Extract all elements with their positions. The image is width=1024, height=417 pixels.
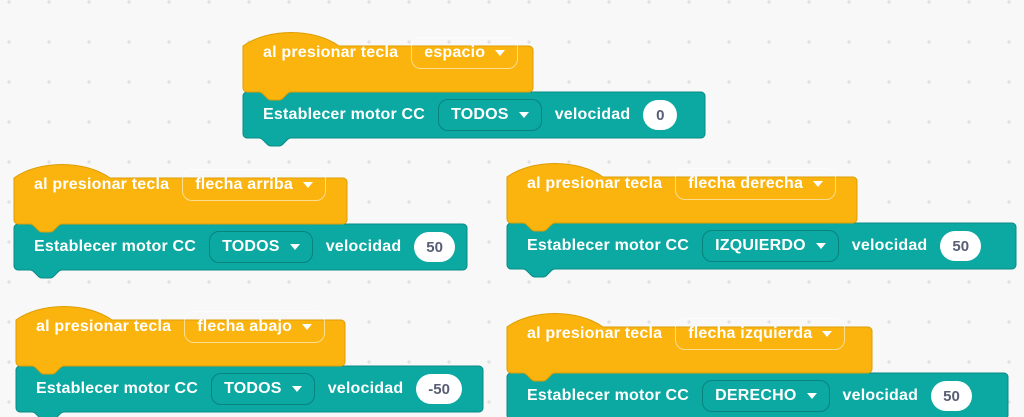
script-stack-right[interactable]: al presionar tecla flecha derecha Establ… <box>506 145 1017 278</box>
speed-input[interactable]: 0 <box>643 100 678 130</box>
motor-block[interactable]: Establecer motor CC TODOS velocidad -50 <box>15 365 484 417</box>
speed-label: velocidad <box>327 380 404 397</box>
hat-block-key-pressed[interactable]: al presionar tecla flecha derecha <box>506 161 858 232</box>
dropdown-arrow-icon <box>495 50 506 56</box>
motor-label: Establecer motor CC <box>36 380 199 397</box>
key-dropdown[interactable]: flecha derecha <box>675 168 837 200</box>
motor-label: Establecer motor CC <box>527 387 690 404</box>
hat-label: al presionar tecla <box>34 176 170 193</box>
motor-label: Establecer motor CC <box>263 106 426 123</box>
motor-label: Establecer motor CC <box>527 237 690 254</box>
motor-dropdown[interactable]: TODOS <box>211 373 315 405</box>
key-dropdown-value: espacio <box>424 44 486 61</box>
speed-input[interactable]: -50 <box>416 374 462 404</box>
key-dropdown[interactable]: flecha izquierda <box>675 318 846 350</box>
speed-input[interactable]: 50 <box>414 232 455 262</box>
motor-dropdown-value: TODOS <box>224 380 282 397</box>
speed-input[interactable]: 50 <box>931 381 972 411</box>
key-dropdown-value: flecha arriba <box>195 176 293 193</box>
script-stack-down[interactable]: al presionar tecla flecha abajo Establec… <box>15 288 484 417</box>
speed-input[interactable]: 50 <box>940 231 982 261</box>
motor-label: Establecer motor CC <box>34 238 197 255</box>
dropdown-arrow-icon <box>822 331 833 337</box>
hat-block-key-pressed[interactable]: al presionar tecla flecha abajo <box>15 304 346 375</box>
dropdown-arrow-icon <box>302 324 313 330</box>
key-dropdown-value: flecha derecha <box>688 175 804 192</box>
motor-block[interactable]: Establecer motor CC IZQUIERDO velocidad … <box>506 222 1017 278</box>
dropdown-arrow-icon <box>813 181 824 187</box>
motor-dropdown[interactable]: IZQUIERDO <box>702 230 839 262</box>
speed-label: velocidad <box>325 238 402 255</box>
motor-dropdown-value: TODOS <box>451 106 509 123</box>
motor-dropdown[interactable]: TODOS <box>438 99 542 131</box>
key-dropdown-value: flecha abajo <box>197 318 293 335</box>
speed-label: velocidad <box>851 237 928 254</box>
motor-dropdown-value: TODOS <box>222 238 280 255</box>
dropdown-arrow-icon <box>518 112 529 118</box>
speed-label: velocidad <box>842 387 919 404</box>
dropdown-arrow-icon <box>302 182 313 188</box>
script-stack-space[interactable]: al presionar tecla espacio Establecer mo… <box>242 14 706 147</box>
hat-label: al presionar tecla <box>527 175 663 192</box>
motor-dropdown[interactable]: DERECHO <box>702 380 830 412</box>
motor-dropdown-value: DERECHO <box>715 387 797 404</box>
hat-block-key-pressed[interactable]: al presionar tecla espacio <box>242 30 534 101</box>
key-dropdown[interactable]: espacio <box>411 37 519 69</box>
motor-dropdown[interactable]: TODOS <box>209 231 313 263</box>
hat-label: al presionar tecla <box>527 325 663 342</box>
key-dropdown-value: flecha izquierda <box>688 325 813 342</box>
dropdown-arrow-icon <box>291 386 302 392</box>
speed-label: velocidad <box>554 106 631 123</box>
script-stack-left[interactable]: al presionar tecla flecha izquierda Esta… <box>506 295 1009 417</box>
hat-block-key-pressed[interactable]: al presionar tecla flecha arriba <box>13 162 348 233</box>
key-dropdown[interactable]: flecha arriba <box>182 169 326 201</box>
motor-block[interactable]: Establecer motor CC DERECHO velocidad 50 <box>506 372 1009 417</box>
motor-dropdown-value: IZQUIERDO <box>715 237 806 254</box>
motor-block[interactable]: Establecer motor CC TODOS velocidad 50 <box>13 223 468 279</box>
script-stack-up[interactable]: al presionar tecla flecha arriba Estable… <box>13 146 468 279</box>
hat-label: al presionar tecla <box>36 318 172 335</box>
hat-block-key-pressed[interactable]: al presionar tecla flecha izquierda <box>506 311 873 382</box>
dropdown-arrow-icon <box>289 244 300 250</box>
motor-block[interactable]: Establecer motor CC TODOS velocidad 0 <box>242 91 706 147</box>
dropdown-arrow-icon <box>806 393 817 399</box>
hat-label: al presionar tecla <box>263 44 399 61</box>
dropdown-arrow-icon <box>815 243 826 249</box>
key-dropdown[interactable]: flecha abajo <box>184 311 326 343</box>
